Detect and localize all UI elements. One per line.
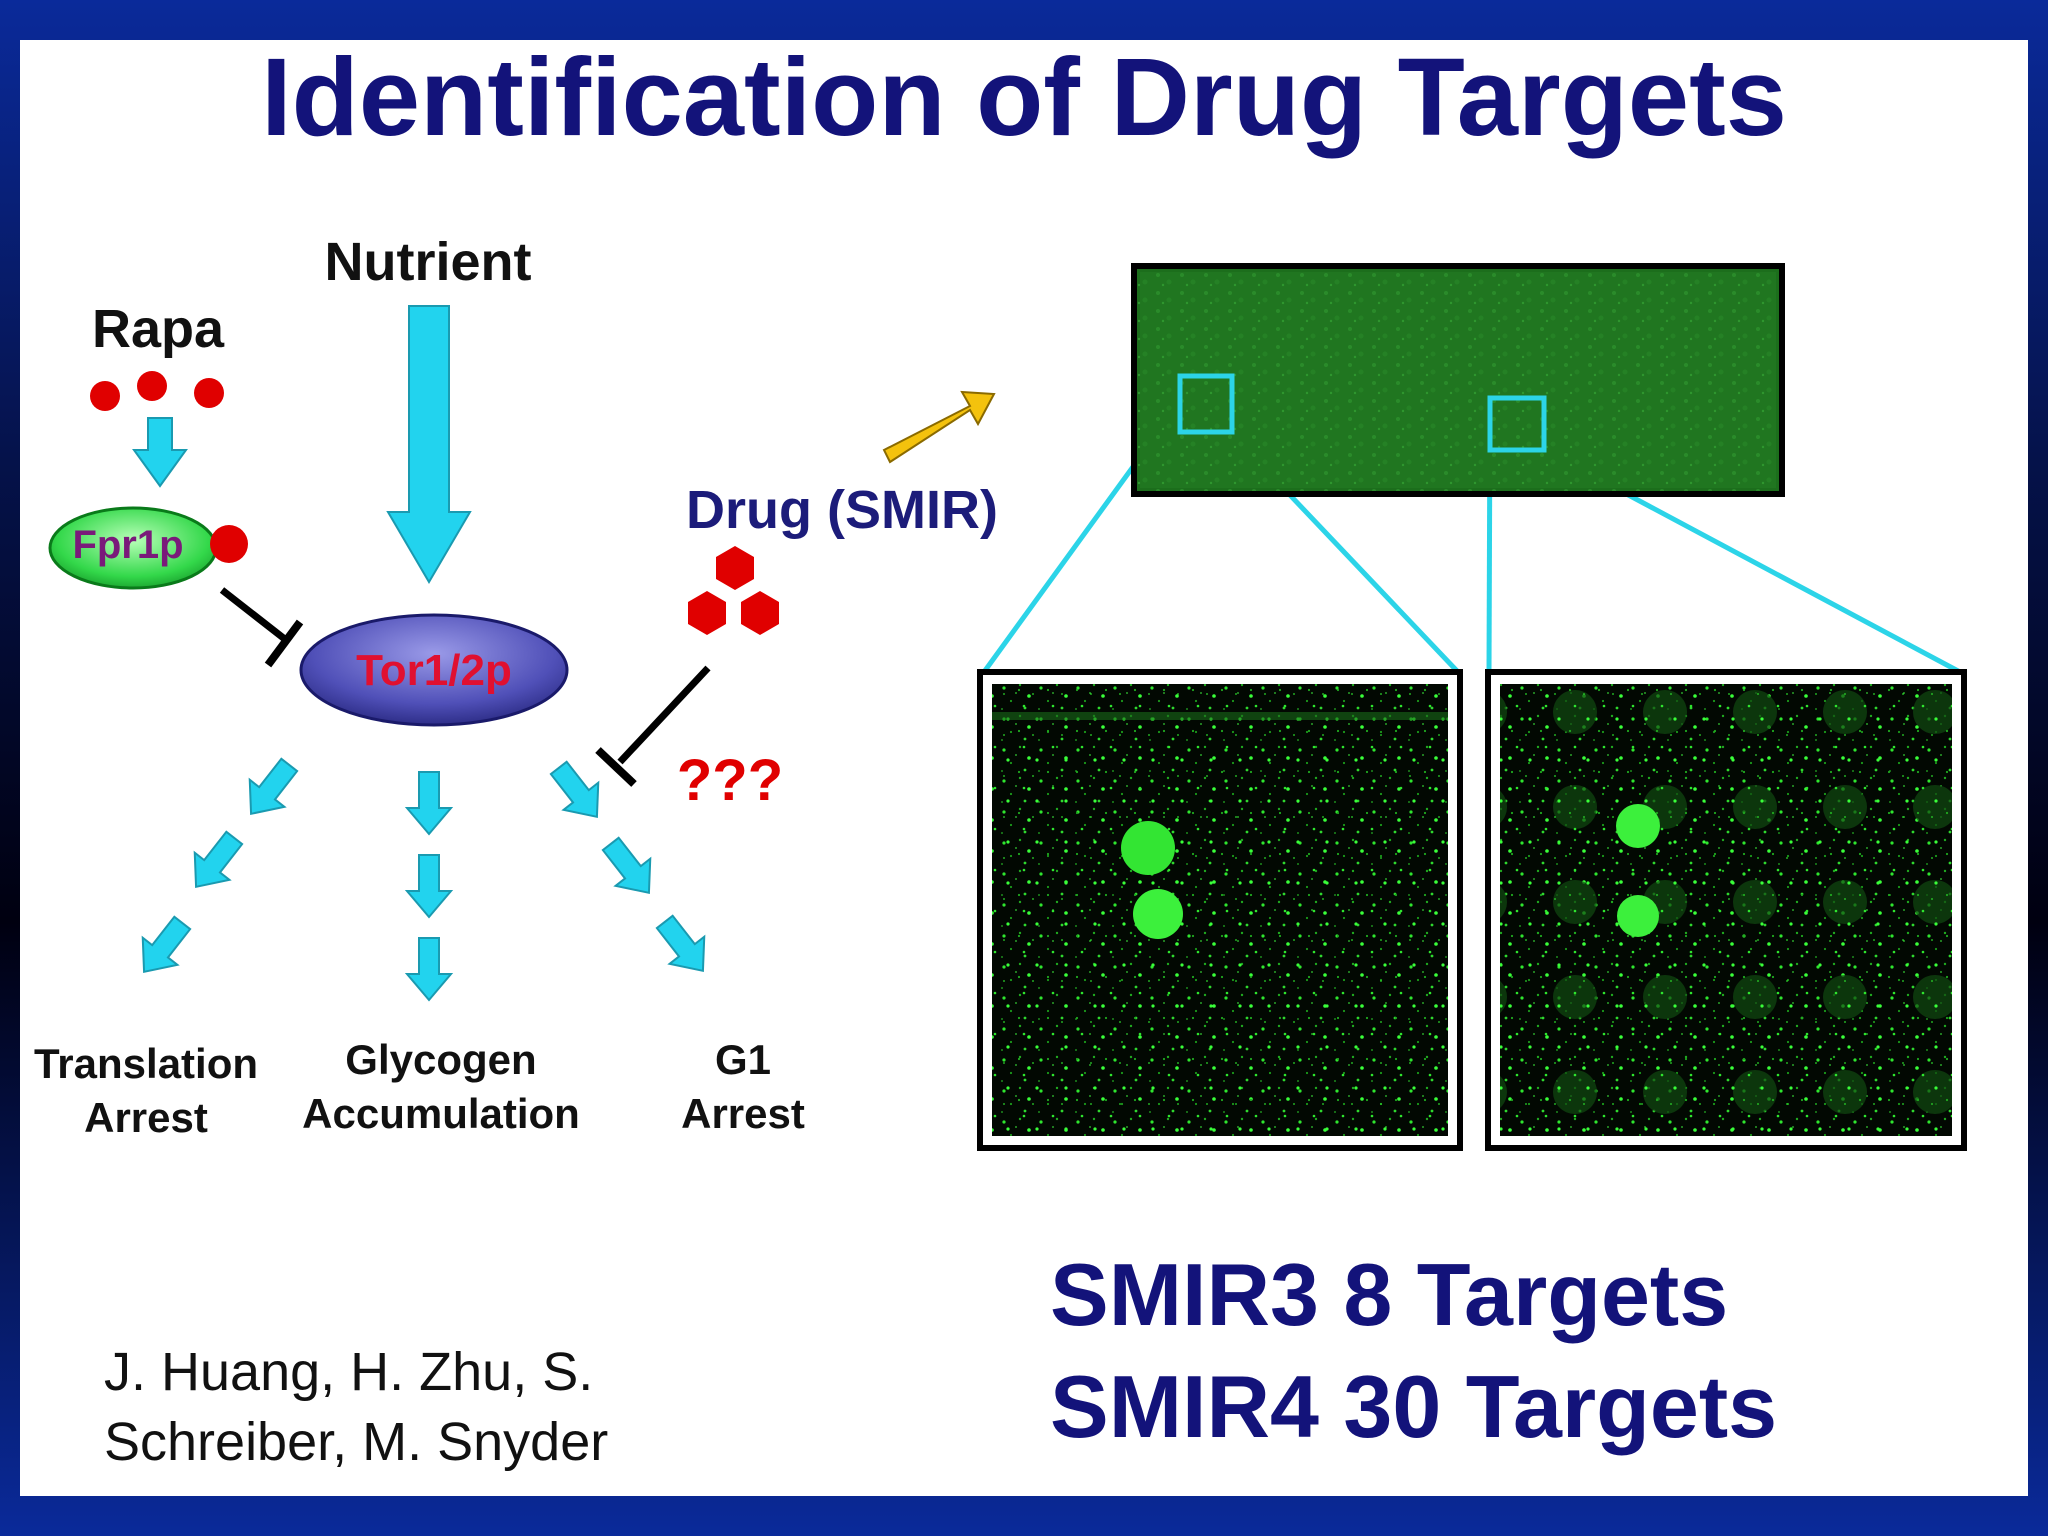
outcome-glycogen-accumulation: Glycogen Accumulation: [302, 1036, 580, 1137]
nutrient-arrow: [388, 306, 470, 582]
slide-title: Identification of Drug Targets: [261, 36, 1787, 159]
translation-label-2: Arrest: [84, 1094, 208, 1141]
rapa-label: Rapa: [92, 299, 225, 359]
translation-arrows: [127, 751, 307, 985]
glycogen-arrows: [407, 772, 451, 1000]
fpr1p-bound-rapa-dot: [210, 525, 248, 563]
tor-label: Tor1/2p: [356, 646, 512, 695]
result-smir4: SMIR4 30 Targets: [1050, 1357, 1777, 1456]
outcome-translation-arrest: Translation Arrest: [34, 1040, 258, 1141]
nutrient-label: Nutrient: [325, 232, 532, 292]
drug-to-array-arrow: [884, 392, 994, 462]
g1-label-2: Arrest: [681, 1090, 805, 1137]
target-spot: [1617, 895, 1659, 937]
glycogen-label-1: Glycogen: [345, 1036, 536, 1083]
rapa-arrow: [134, 418, 186, 486]
authors-line-2: Schreiber, M. Snyder: [104, 1412, 608, 1472]
drug-molecules: [688, 546, 779, 635]
translation-label-1: Translation: [34, 1040, 258, 1087]
glycogen-label-2: Accumulation: [302, 1090, 580, 1137]
fpr1p-inhibition-line: [222, 590, 286, 640]
result-smir3: SMIR3 8 Targets: [1050, 1245, 1728, 1344]
outcome-g1-arrest: G1 Arrest: [681, 1036, 805, 1137]
zoom-panel-smir3: [980, 672, 1460, 1148]
target-spot: [1616, 804, 1660, 848]
unknown-mechanism-label: ???: [677, 748, 783, 813]
rapamycin-dots: [90, 371, 224, 411]
target-spot: [1133, 889, 1183, 939]
zoom-panel-smir4: [1488, 672, 1964, 1148]
fpr1p-label: Fpr1p: [72, 523, 183, 567]
target-spot: [1121, 821, 1175, 875]
drug-label: Drug (SMIR): [686, 480, 998, 540]
g1-label-1: G1: [715, 1036, 771, 1083]
authors-line-1: J. Huang, H. Zhu, S.: [104, 1342, 593, 1402]
